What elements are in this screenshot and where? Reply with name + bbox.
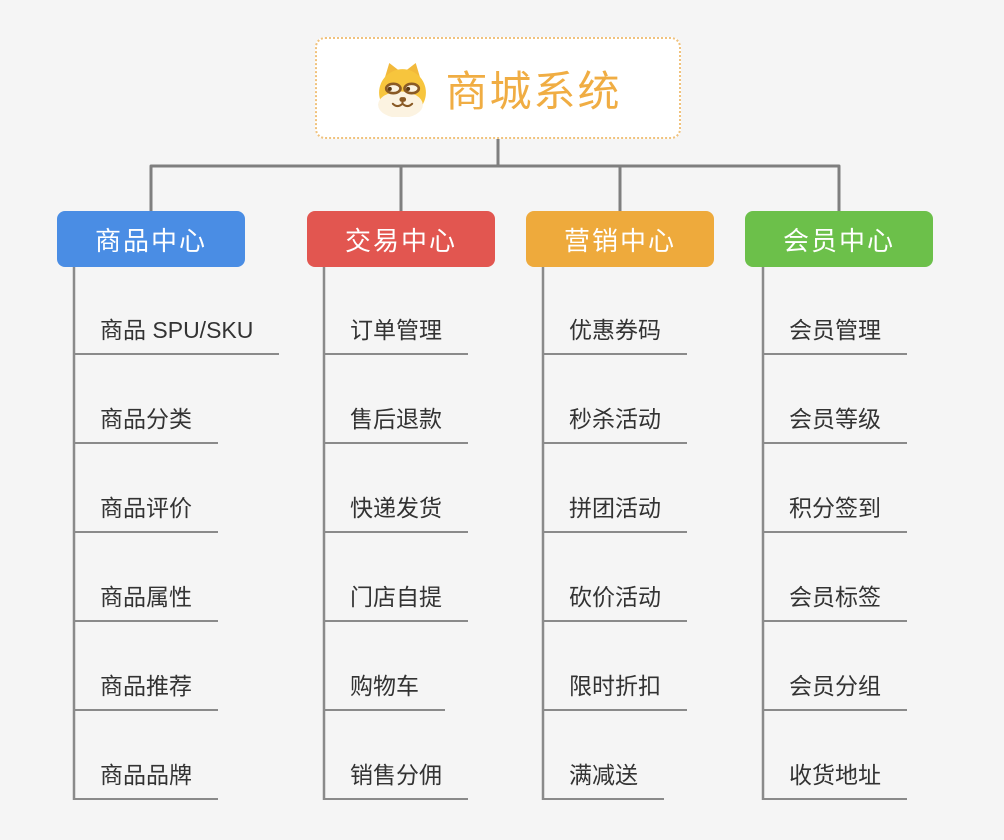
leaf-node-express-delivery[interactable]: 快递发货 xyxy=(323,485,468,533)
leaf-node-points-checkin[interactable]: 积分签到 xyxy=(762,485,907,533)
leaf-node-product-attribute[interactable]: 商品属性 xyxy=(73,574,218,622)
branch-node-marketing-center[interactable]: 营销中心 xyxy=(526,211,714,267)
leaf-node-coupon-code[interactable]: 优惠券码 xyxy=(542,307,687,355)
leaf-node-aftersale-refund[interactable]: 售后退款 xyxy=(323,396,468,444)
leaf-node-product-review[interactable]: 商品评价 xyxy=(73,485,218,533)
leaf-node-product-category[interactable]: 商品分类 xyxy=(73,396,218,444)
leaf-node-product-recommend[interactable]: 商品推荐 xyxy=(73,663,218,711)
leaf-node-flash-sale[interactable]: 秒杀活动 xyxy=(542,396,687,444)
root-node-title: 商城系统 xyxy=(445,67,622,115)
leaf-node-member-tag[interactable]: 会员标签 xyxy=(762,574,907,622)
leaf-node-store-pickup[interactable]: 门店自提 xyxy=(323,574,468,622)
root-node[interactable]: 商城系统 xyxy=(315,37,681,139)
leaf-node-member-level[interactable]: 会员等级 xyxy=(762,396,907,444)
branch-rail-line xyxy=(149,164,841,213)
leaf-node-member-management[interactable]: 会员管理 xyxy=(762,307,907,355)
leaf-node-shopping-cart[interactable]: 购物车 xyxy=(323,663,445,711)
branch-node-member-center[interactable]: 会员中心 xyxy=(745,211,933,267)
leaf-node-shipping-address[interactable]: 收货地址 xyxy=(762,752,907,800)
leaf-node-sales-commission[interactable]: 销售分佣 xyxy=(323,752,468,800)
leaf-node-spend-save[interactable]: 满减送 xyxy=(542,752,664,800)
leaf-node-product-brand[interactable]: 商品品牌 xyxy=(73,752,218,800)
leaf-node-bargain-activity[interactable]: 砍价活动 xyxy=(542,574,687,622)
leaf-node-limited-time-discount[interactable]: 限时折扣 xyxy=(542,663,687,711)
dog-face-icon xyxy=(378,62,427,117)
branch-node-product-center[interactable]: 商品中心 xyxy=(57,211,245,267)
leaf-node-group-buy[interactable]: 拼团活动 xyxy=(542,485,687,533)
leaf-node-member-group[interactable]: 会员分组 xyxy=(762,663,907,711)
branch-node-trade-center[interactable]: 交易中心 xyxy=(307,211,495,267)
leaf-node-order-management[interactable]: 订单管理 xyxy=(323,307,468,355)
leaf-node-product-spu-sku[interactable]: 商品 SPU/SKU xyxy=(73,307,280,355)
